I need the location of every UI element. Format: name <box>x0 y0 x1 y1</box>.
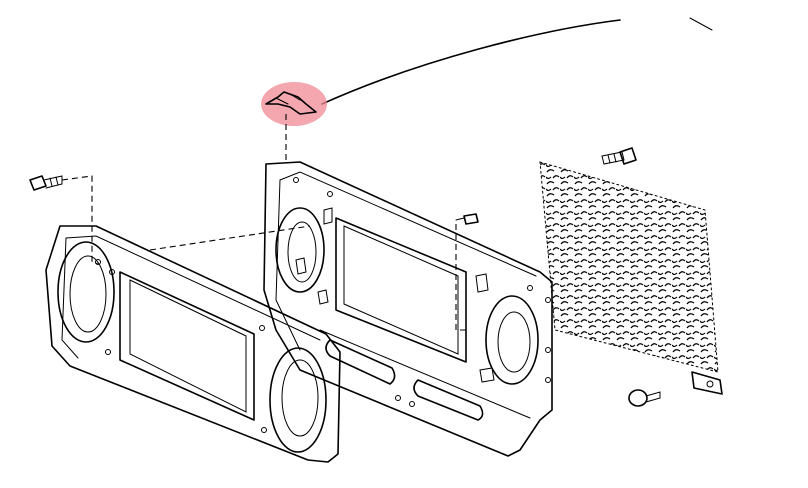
mesh-screen[interactable] <box>530 150 730 380</box>
push-clip[interactable] <box>628 389 661 407</box>
bolt-right[interactable] <box>601 147 637 165</box>
grille-panel[interactable] <box>263 161 553 457</box>
front-bezel[interactable] <box>45 225 341 463</box>
hood-outline <box>321 17 713 105</box>
assembly-leader <box>149 225 311 251</box>
bolt-left[interactable] <box>29 175 99 265</box>
screw-small[interactable] <box>455 213 479 331</box>
bracket-nut[interactable] <box>691 371 723 395</box>
retainer-clip[interactable] <box>261 82 327 160</box>
